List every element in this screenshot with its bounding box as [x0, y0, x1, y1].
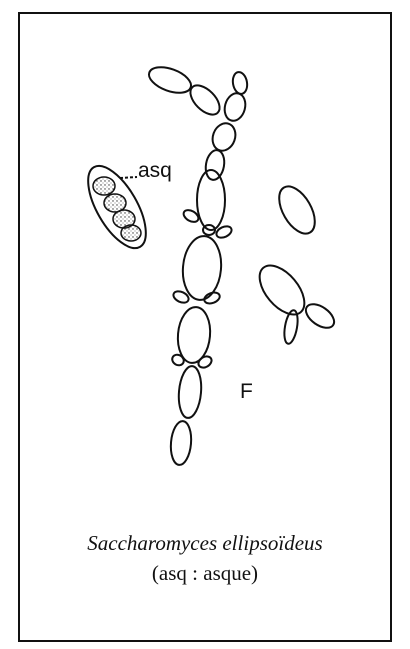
cell — [302, 299, 339, 332]
cell — [251, 258, 313, 323]
cell — [222, 91, 249, 123]
caption-species: Saccharomyces ellipsoïdeus — [18, 531, 392, 556]
cell — [231, 71, 249, 95]
cell — [170, 353, 185, 368]
cell — [209, 120, 239, 154]
label-asq: asq — [138, 160, 172, 181]
cell — [177, 365, 203, 419]
budding-chain — [146, 62, 339, 466]
cell — [146, 62, 195, 98]
cell — [203, 291, 221, 306]
caption-note: (asq : asque) — [18, 561, 392, 586]
cell — [180, 234, 223, 301]
cell — [196, 354, 213, 370]
asq-leader-line — [120, 177, 137, 178]
cell — [204, 149, 227, 182]
cell — [169, 420, 193, 466]
cell — [272, 180, 322, 239]
label-F: F — [240, 381, 253, 402]
